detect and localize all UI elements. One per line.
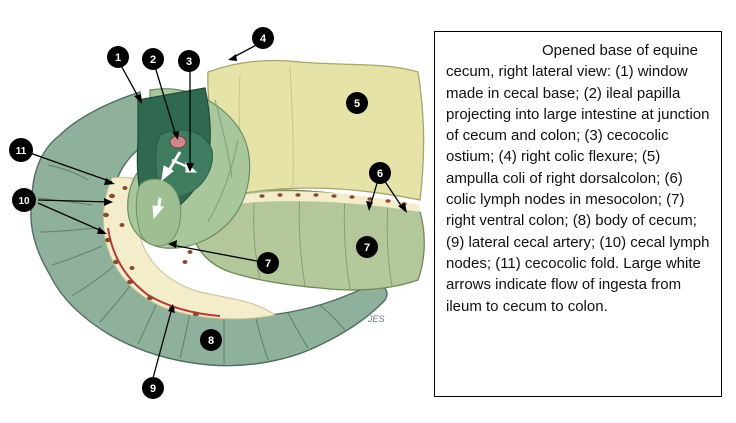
callout-10: 10 (12, 188, 36, 212)
callout-11: 11 (9, 138, 33, 162)
cecum-sacculations (37, 164, 346, 364)
callout-9: 9 (142, 377, 164, 399)
callout-7-colon: 7 (356, 236, 378, 258)
callout-2: 2 (142, 48, 164, 70)
cecal-base-sacculations (207, 99, 239, 223)
callout-1-label: 1 (115, 52, 121, 64)
callout-7-colon-label: 7 (364, 242, 370, 254)
callout-7-lumen-label: 7 (265, 258, 271, 270)
callout-3-label: 3 (186, 56, 192, 68)
callout-8-label: 8 (208, 335, 214, 347)
callout-11-label: 11 (16, 146, 27, 157)
callout-6: 6 (369, 162, 391, 184)
callout-10-label: 10 (18, 196, 30, 207)
callout-1: 1 (107, 46, 129, 68)
callout-7-lumen: 7 (257, 252, 279, 274)
cecocolic-ostium (155, 129, 213, 198)
callout-2-label: 2 (150, 54, 156, 66)
cecum-illustration: 1 2 3 4 5 6 7 7 8 9 10 11 JES (9, 27, 425, 399)
callout-5-label: 5 (354, 98, 360, 110)
cecum-svg: 1 2 3 4 5 6 7 7 8 9 10 11 JES (9, 27, 425, 399)
right-ventral-colon (192, 189, 425, 291)
caption-box: Opened base of equine cecum, right later… (434, 31, 722, 397)
callout-6-label: 6 (377, 168, 383, 180)
artist-signature: JES (367, 314, 385, 324)
callout-4-label: 4 (260, 33, 267, 45)
arrowheads (97, 54, 407, 313)
callout-4: 4 (252, 27, 274, 49)
callout-3: 3 (178, 50, 200, 72)
callout-8: 8 (200, 329, 222, 351)
callout-5: 5 (346, 92, 368, 114)
callout-9-label: 9 (150, 383, 156, 395)
caption-text: Opened base of equine cecum, right later… (446, 42, 710, 315)
